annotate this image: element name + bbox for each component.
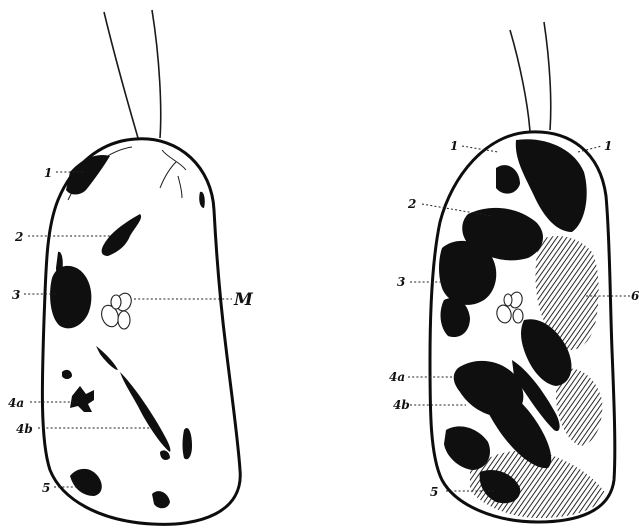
left-label-4b: 4b (16, 422, 33, 436)
right-label-5: 5 (430, 485, 438, 499)
right-cell: 1 1 2 3 6 4a 4b 5 (389, 22, 639, 522)
left-flagellum-inner (152, 10, 161, 138)
left-label-4a: 4a (8, 396, 24, 410)
left-cell-membrane (42, 139, 240, 525)
right-label-2: 2 (407, 197, 416, 211)
left-label-1: 1 (44, 166, 52, 180)
left-label-5: 5 (42, 481, 50, 495)
left-label-3: 3 (12, 288, 20, 302)
right-flagellum-inner (544, 22, 551, 130)
left-flagellum-outer (104, 12, 138, 138)
right-label-4a: 4a (389, 370, 405, 384)
right-label-1b: 1 (604, 139, 612, 153)
left-label-2: 2 (14, 230, 23, 244)
left-cell: 1 2 3 M 4a 4b 5 (8, 10, 254, 524)
left-label-m: M (233, 290, 254, 310)
right-label-4b: 4b (393, 398, 410, 412)
right-label-3: 3 (397, 275, 405, 289)
right-flagellum-outer (510, 30, 530, 132)
right-label-1: 1 (450, 139, 458, 153)
right-label-6: 6 (631, 289, 639, 303)
